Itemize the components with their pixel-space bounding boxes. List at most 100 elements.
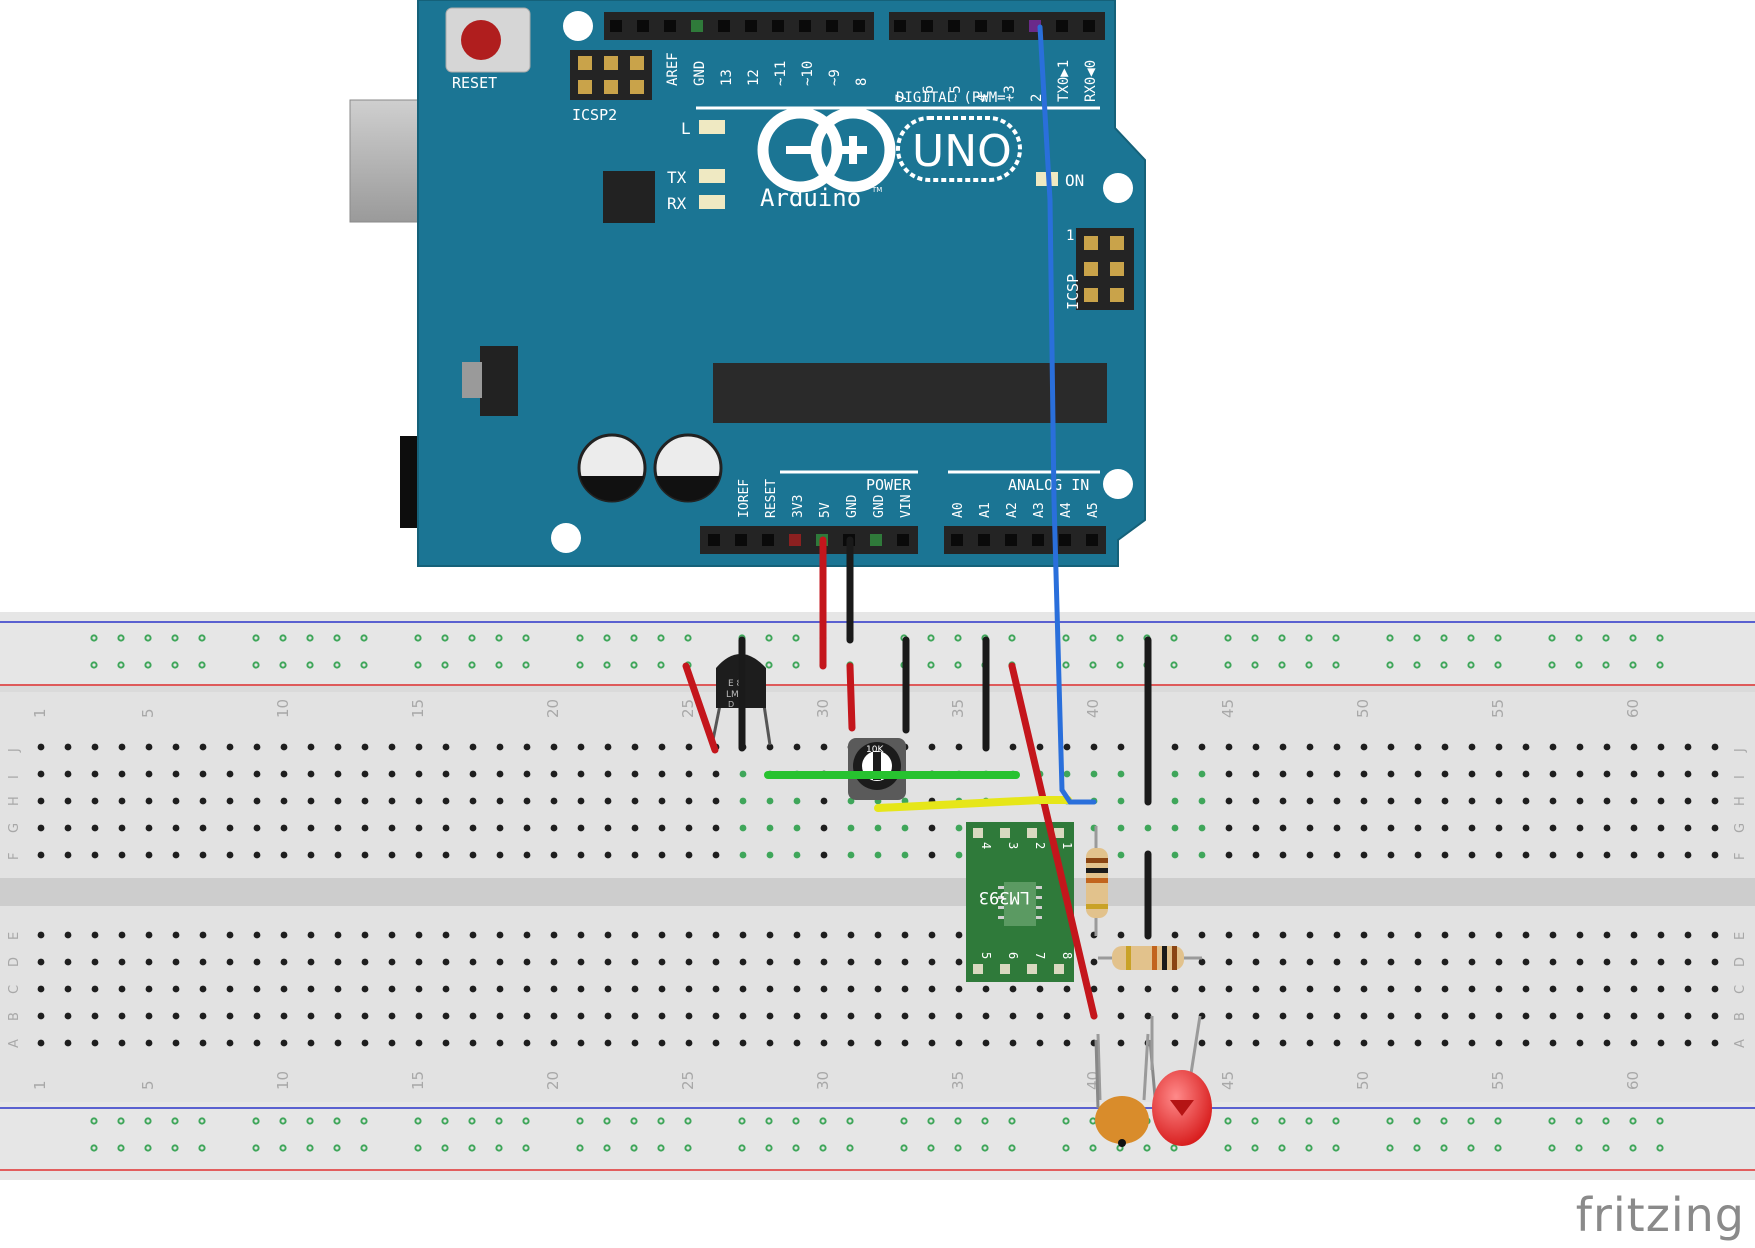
breadboard-hole[interactable] — [793, 931, 801, 939]
breadboard-hole[interactable] — [928, 824, 936, 832]
breadboard-hole[interactable] — [820, 851, 828, 859]
header-pin[interactable] — [975, 20, 987, 32]
breadboard-hole[interactable] — [685, 824, 693, 832]
breadboard-hole[interactable] — [334, 824, 342, 832]
breadboard-hole[interactable] — [1171, 1012, 1179, 1020]
breadboard-hole[interactable] — [550, 1012, 558, 1020]
breadboard-hole[interactable] — [1279, 958, 1287, 966]
breadboard-hole[interactable] — [1630, 1012, 1638, 1020]
breadboard-hole[interactable] — [1576, 743, 1584, 751]
breadboard-hole[interactable] — [955, 958, 963, 966]
breadboard-hole[interactable] — [442, 1039, 450, 1047]
breadboard-hole[interactable] — [604, 1012, 612, 1020]
breadboard-hole[interactable] — [361, 985, 369, 993]
breadboard-hole[interactable] — [280, 1039, 288, 1047]
breadboard-hole[interactable] — [658, 1039, 666, 1047]
breadboard-hole[interactable] — [415, 931, 423, 939]
breadboard-hole[interactable] — [37, 824, 45, 832]
breadboard-hole[interactable] — [1630, 743, 1638, 751]
breadboard-hole[interactable] — [1711, 1012, 1719, 1020]
breadboard-hole[interactable] — [1171, 770, 1179, 778]
breadboard-hole[interactable] — [523, 931, 531, 939]
breadboard-hole[interactable] — [253, 958, 261, 966]
header-pin[interactable] — [762, 534, 774, 546]
breadboard-hole[interactable] — [469, 931, 477, 939]
breadboard-hole[interactable] — [847, 851, 855, 859]
breadboard-hole[interactable] — [1171, 1039, 1179, 1047]
breadboard-hole[interactable] — [577, 797, 585, 805]
header-pin[interactable] — [1002, 20, 1014, 32]
breadboard-hole[interactable] — [1036, 1039, 1044, 1047]
breadboard-hole[interactable] — [91, 770, 99, 778]
breadboard-hole[interactable] — [496, 797, 504, 805]
breadboard-hole[interactable] — [1603, 931, 1611, 939]
breadboard-hole[interactable] — [658, 824, 666, 832]
header-pin[interactable] — [870, 534, 882, 546]
breadboard-hole[interactable] — [793, 797, 801, 805]
breadboard-hole[interactable] — [1711, 851, 1719, 859]
breadboard-hole[interactable] — [361, 824, 369, 832]
breadboard-hole[interactable] — [415, 985, 423, 993]
breadboard-hole[interactable] — [550, 931, 558, 939]
breadboard-hole[interactable] — [1657, 770, 1665, 778]
breadboard-hole[interactable] — [1495, 985, 1503, 993]
breadboard-hole[interactable] — [1630, 851, 1638, 859]
breadboard-hole[interactable] — [442, 743, 450, 751]
breadboard-hole[interactable] — [523, 958, 531, 966]
breadboard-hole[interactable] — [1225, 824, 1233, 832]
breadboard-hole[interactable] — [1117, 824, 1125, 832]
breadboard-hole[interactable] — [1684, 797, 1692, 805]
breadboard-hole[interactable] — [1468, 851, 1476, 859]
breadboard-hole[interactable] — [199, 743, 207, 751]
breadboard-hole[interactable] — [64, 851, 72, 859]
breadboard-hole[interactable] — [145, 958, 153, 966]
breadboard-hole[interactable] — [739, 931, 747, 939]
breadboard-hole[interactable] — [523, 743, 531, 751]
breadboard-hole[interactable] — [1063, 985, 1071, 993]
breadboard-hole[interactable] — [820, 743, 828, 751]
breadboard-hole[interactable] — [1117, 797, 1125, 805]
breadboard-hole[interactable] — [523, 797, 531, 805]
breadboard-hole[interactable] — [280, 770, 288, 778]
breadboard-hole[interactable] — [631, 824, 639, 832]
breadboard-hole[interactable] — [928, 985, 936, 993]
breadboard-hole[interactable] — [1279, 797, 1287, 805]
breadboard-hole[interactable] — [550, 958, 558, 966]
breadboard-hole[interactable] — [1360, 958, 1368, 966]
breadboard-hole[interactable] — [577, 770, 585, 778]
breadboard-hole[interactable] — [1657, 1039, 1665, 1047]
breadboard-hole[interactable] — [280, 797, 288, 805]
breadboard-hole[interactable] — [334, 743, 342, 751]
breadboard-hole[interactable] — [1171, 985, 1179, 993]
breadboard-hole[interactable] — [658, 985, 666, 993]
breadboard-hole[interactable] — [1252, 797, 1260, 805]
breadboard-hole[interactable] — [874, 985, 882, 993]
breadboard-hole[interactable] — [1576, 1012, 1584, 1020]
breadboard-hole[interactable] — [496, 985, 504, 993]
breadboard-hole[interactable] — [1090, 770, 1098, 778]
breadboard-hole[interactable] — [712, 931, 720, 939]
breadboard-hole[interactable] — [1333, 1012, 1341, 1020]
breadboard-hole[interactable] — [226, 1039, 234, 1047]
breadboard-hole[interactable] — [847, 824, 855, 832]
breadboard-hole[interactable] — [1036, 743, 1044, 751]
breadboard-hole[interactable] — [1387, 797, 1395, 805]
breadboard-hole[interactable] — [1414, 1012, 1422, 1020]
breadboard-hole[interactable] — [523, 851, 531, 859]
breadboard-hole[interactable] — [37, 797, 45, 805]
breadboard-hole[interactable] — [604, 770, 612, 778]
breadboard-hole[interactable] — [91, 851, 99, 859]
breadboard-hole[interactable] — [442, 851, 450, 859]
breadboard-hole[interactable] — [118, 770, 126, 778]
breadboard-hole[interactable] — [496, 770, 504, 778]
breadboard-hole[interactable] — [442, 824, 450, 832]
breadboard-hole[interactable] — [1549, 931, 1557, 939]
breadboard-hole[interactable] — [199, 797, 207, 805]
breadboard-hole[interactable] — [739, 824, 747, 832]
breadboard-hole[interactable] — [1306, 851, 1314, 859]
breadboard-hole[interactable] — [469, 1039, 477, 1047]
breadboard-hole[interactable] — [1252, 1012, 1260, 1020]
breadboard-hole[interactable] — [577, 743, 585, 751]
breadboard-hole[interactable] — [1414, 797, 1422, 805]
breadboard-hole[interactable] — [1657, 824, 1665, 832]
